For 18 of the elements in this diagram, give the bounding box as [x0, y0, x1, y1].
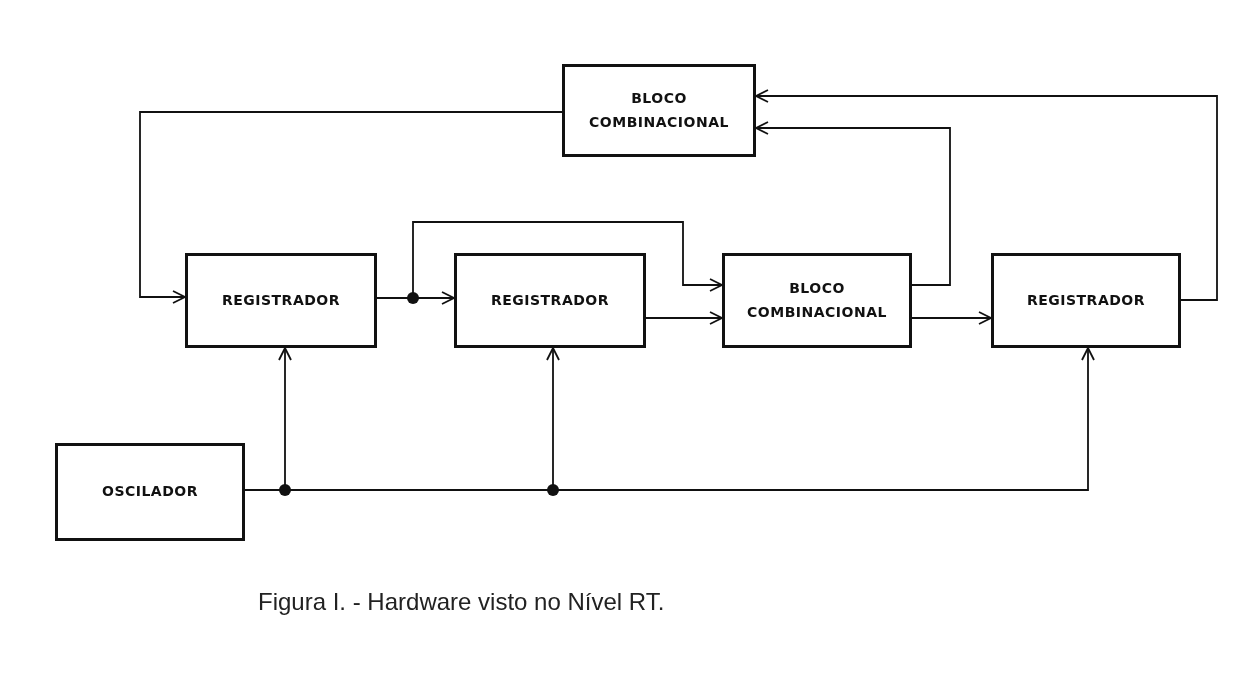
block-box	[991, 253, 1181, 348]
block-label: REGISTRADOR	[490, 290, 610, 310]
connector-arrow	[645, 311, 723, 325]
block-box	[55, 443, 245, 541]
connector-arrow	[755, 121, 951, 286]
block-label: REGISTRADOR	[221, 290, 341, 310]
connector-arrow	[139, 111, 563, 304]
block-box	[185, 253, 377, 348]
block-label: BLOCO COMBINACIONAL	[746, 278, 888, 322]
connector-arrow	[755, 89, 1218, 301]
block-label: REGISTRADOR	[1026, 290, 1146, 310]
block-label: OSCILADOR	[102, 482, 198, 502]
block-box	[562, 64, 756, 157]
block-box	[722, 253, 912, 348]
figure-caption: Figura I. - Hardware visto no Nível RT.	[258, 588, 665, 616]
block-box	[454, 253, 646, 348]
connector-arrow	[911, 311, 992, 325]
block-label: BLOCO COMBINACIONAL	[588, 88, 730, 132]
